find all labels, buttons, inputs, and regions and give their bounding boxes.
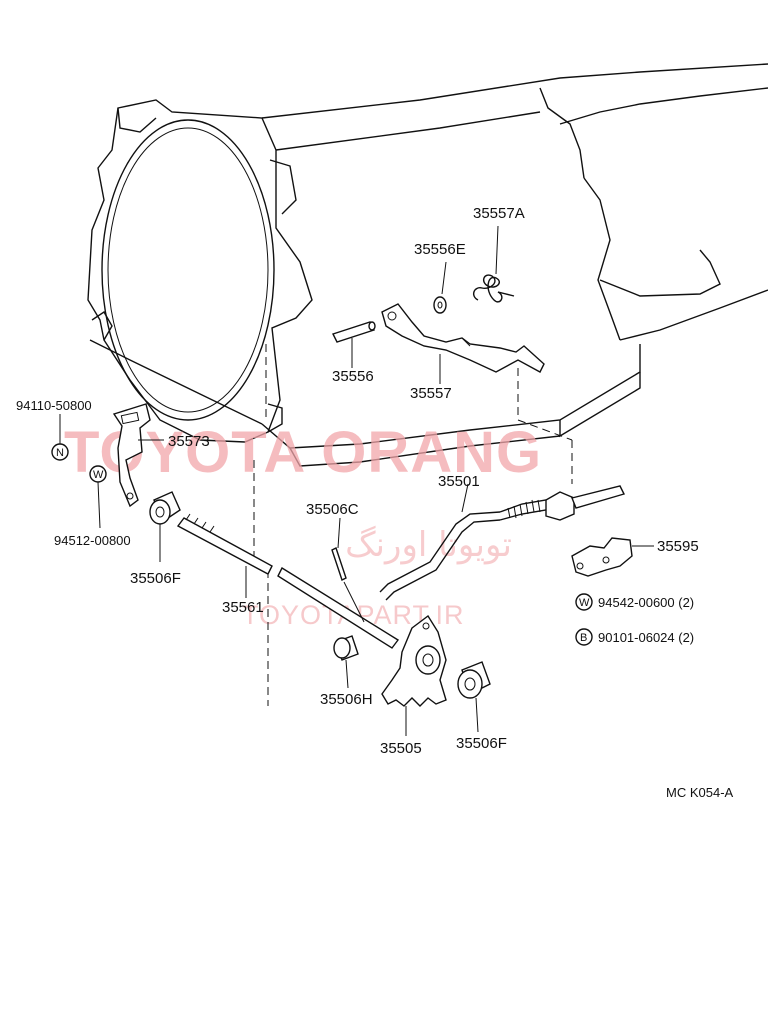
rod-35501 xyxy=(379,483,626,601)
label-35595: 35595 xyxy=(657,538,699,555)
bolt-symbol-letter: B xyxy=(580,632,587,644)
guide-lines xyxy=(253,344,573,706)
label-35506H: 35506H xyxy=(320,691,373,708)
washer-symbol-right: W xyxy=(575,593,593,611)
label-35506F-left: 35506F xyxy=(130,570,181,587)
pin-35506C xyxy=(331,517,365,623)
label-35561: 35561 xyxy=(222,599,264,616)
watermark-title: TOYOTA ORANG xyxy=(64,420,542,485)
nut-symbol-letter: N xyxy=(56,447,64,459)
label-94110-50800: 94110-50800 xyxy=(16,398,92,413)
nut-symbol: N xyxy=(51,414,69,461)
shaft-35561 xyxy=(176,513,400,649)
label-35556: 35556 xyxy=(332,368,374,385)
washer-symbol-left-letter: W xyxy=(93,469,104,481)
seal-35506F-left xyxy=(149,491,181,562)
bolt-symbol: B xyxy=(575,628,593,646)
label-35573: 35573 xyxy=(168,433,210,450)
label-94542-00600: 94542-00600 (2) xyxy=(598,595,694,610)
spring-35557A xyxy=(472,225,515,303)
watermark-farsi: تویوتا اورنگ xyxy=(345,525,512,565)
transmission-case xyxy=(87,63,768,467)
diagram-code: MC K054-A xyxy=(666,785,734,800)
watermark: TOYOTA ORANG تویوتا اورنگ TOYOTAPART.IR xyxy=(64,420,542,630)
label-35506F-right: 35506F xyxy=(456,735,507,752)
lever-35557 xyxy=(381,303,545,384)
pin-35556 xyxy=(332,321,376,368)
part-labels: 35557A 35556E 35556 35557 94110-50800 35… xyxy=(16,205,734,800)
label-35501: 35501 xyxy=(438,473,480,490)
label-35505: 35505 xyxy=(380,740,422,757)
label-35557A: 35557A xyxy=(473,205,525,222)
label-35557: 35557 xyxy=(410,385,452,402)
bracket-35573 xyxy=(112,403,164,508)
washer-symbol-right-letter: W xyxy=(579,597,590,609)
washer-symbol-left: W xyxy=(89,465,107,529)
label-94512-00800: 94512-00800 xyxy=(54,533,131,548)
sector-lever-35505 xyxy=(381,614,447,736)
seal-35506F-right xyxy=(457,661,491,733)
label-90101-06024: 90101-06024 (2) xyxy=(598,630,694,645)
label-35556E: 35556E xyxy=(414,241,466,258)
clip-35556E xyxy=(433,261,447,314)
switch-35595 xyxy=(571,537,654,577)
bushing-35506H xyxy=(333,635,359,689)
label-35506C: 35506C xyxy=(306,501,359,518)
